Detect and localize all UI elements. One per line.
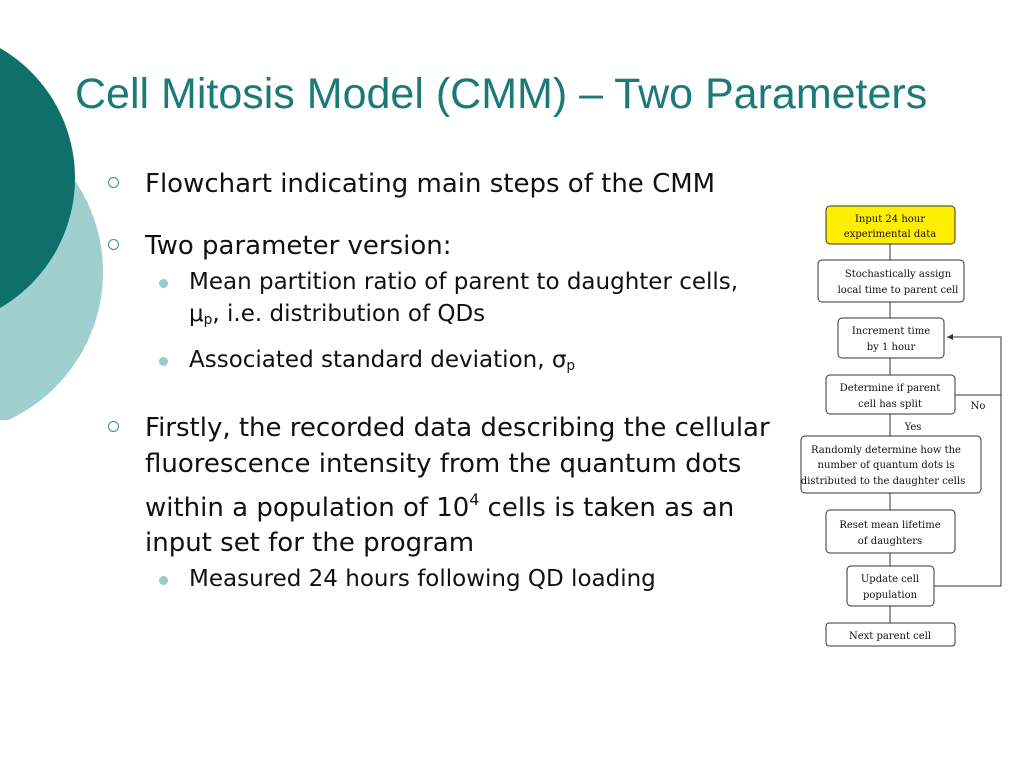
no-loop-connector — [947, 336, 1002, 396]
flow-box-distribute-qds-line-2: number of quantum dots is — [818, 460, 955, 471]
bullet-2: Two parameter version: — [105, 228, 775, 264]
slide-body: Flowchart indicating main steps of the C… — [105, 166, 775, 595]
flow-box-increment-time-line-2: by 1 hour — [867, 342, 916, 353]
flow-box-determine-split — [825, 374, 956, 415]
flow-box-increment-time — [837, 317, 945, 359]
decorative-circles — [0, 0, 140, 420]
slide-title: Cell Mitosis Model (CMM) – Two Parameter… — [75, 70, 928, 118]
bullet-1-text: Flowchart indicating main steps of the C… — [145, 169, 716, 199]
flow-box-assign-time — [817, 259, 965, 303]
flowchart-connectors — [889, 244, 1002, 623]
flow-box-next-parent — [825, 622, 956, 647]
bullet-2-sub-1-text-a: Mean partition ratio of parent to daught… — [189, 269, 739, 327]
bullet-3: Firstly, the recorded data describing th… — [105, 410, 775, 562]
flow-box-input — [825, 205, 956, 245]
flow-box-input-line-2: experimental data — [844, 229, 936, 240]
no-label: No — [971, 401, 986, 412]
bullet-2-sub-1-text-b: , i.e. distribution of QDs — [212, 301, 486, 327]
bullet-1: Flowchart indicating main steps of the C… — [105, 166, 775, 202]
flow-box-update-population-line-2: population — [863, 590, 918, 601]
flow-box-reset-lifetime-line-2: of daughters — [858, 536, 922, 547]
flow-box-distribute-qds-line-1: Randomly determine how the — [811, 445, 961, 456]
circle-bullet-icon — [108, 239, 119, 250]
flow-box-increment-time-line-1: Increment time — [852, 326, 930, 337]
bullet-2-sub-2: Associated standard deviation, σp — [105, 344, 775, 382]
circle-bullet-icon — [108, 420, 119, 432]
dot-bullet-icon — [159, 576, 168, 586]
flow-box-update-population-line-1: Update cell — [861, 574, 919, 585]
flow-box-assign-time-line-2: local time to parent cell — [838, 285, 959, 296]
cmm-flowchart: Input 24 hour experimental data Stochast… — [800, 205, 1002, 647]
flow-box-distribute-qds-line-3: distributed to the daughter cells — [801, 476, 965, 487]
circle-bullet-icon — [108, 177, 119, 188]
bullet-2-text: Two parameter version: — [145, 231, 452, 261]
loop-arrowhead — [947, 334, 953, 340]
dot-bullet-icon — [159, 279, 168, 288]
bullet-3-sub-1: Measured 24 hours following QD loading — [105, 563, 775, 595]
flow-box-reset-lifetime — [825, 509, 956, 554]
bullet-3-text-a: Firstly, the recorded data describing th… — [145, 412, 770, 523]
yes-label: Yes — [904, 422, 922, 433]
dark-teal-circle — [0, 48, 75, 308]
bullet-3-text-b: cells is taken as an input set for the p… — [145, 492, 735, 559]
flow-box-input-line-1: Input 24 hour — [855, 214, 925, 225]
bullet-2-sub-1-subscript: p — [203, 311, 213, 328]
flow-box-update-population — [846, 565, 935, 607]
flow-box-reset-lifetime-line-1: Reset mean lifetime — [839, 520, 940, 531]
flow-box-assign-time-line-1: Stochastically assign — [845, 269, 952, 280]
bullet-2-sub-2-text-a: Associated standard deviation, σ — [189, 346, 567, 373]
bullet-2-sub-1: Mean partition ratio of parent to daught… — [105, 266, 775, 336]
flowchart-arrowheads — [947, 334, 953, 340]
flow-box-distribute-qds — [800, 435, 982, 494]
flow-box-next-parent-line-1: Next parent cell — [849, 631, 931, 642]
update-loop-connector — [934, 395, 1002, 587]
decorative-circles-graphic — [0, 48, 103, 420]
flow-box-determine-split-line-1: Determine if parent — [840, 383, 940, 394]
bullet-3-superscript: 4 — [469, 490, 480, 509]
dot-bullet-icon — [159, 356, 168, 366]
bullet-2-sub-2-subscript: p — [566, 357, 576, 374]
bullet-3-sub-1-text: Measured 24 hours following QD loading — [189, 566, 656, 593]
flow-box-determine-split-line-2: cell has split — [858, 399, 922, 410]
